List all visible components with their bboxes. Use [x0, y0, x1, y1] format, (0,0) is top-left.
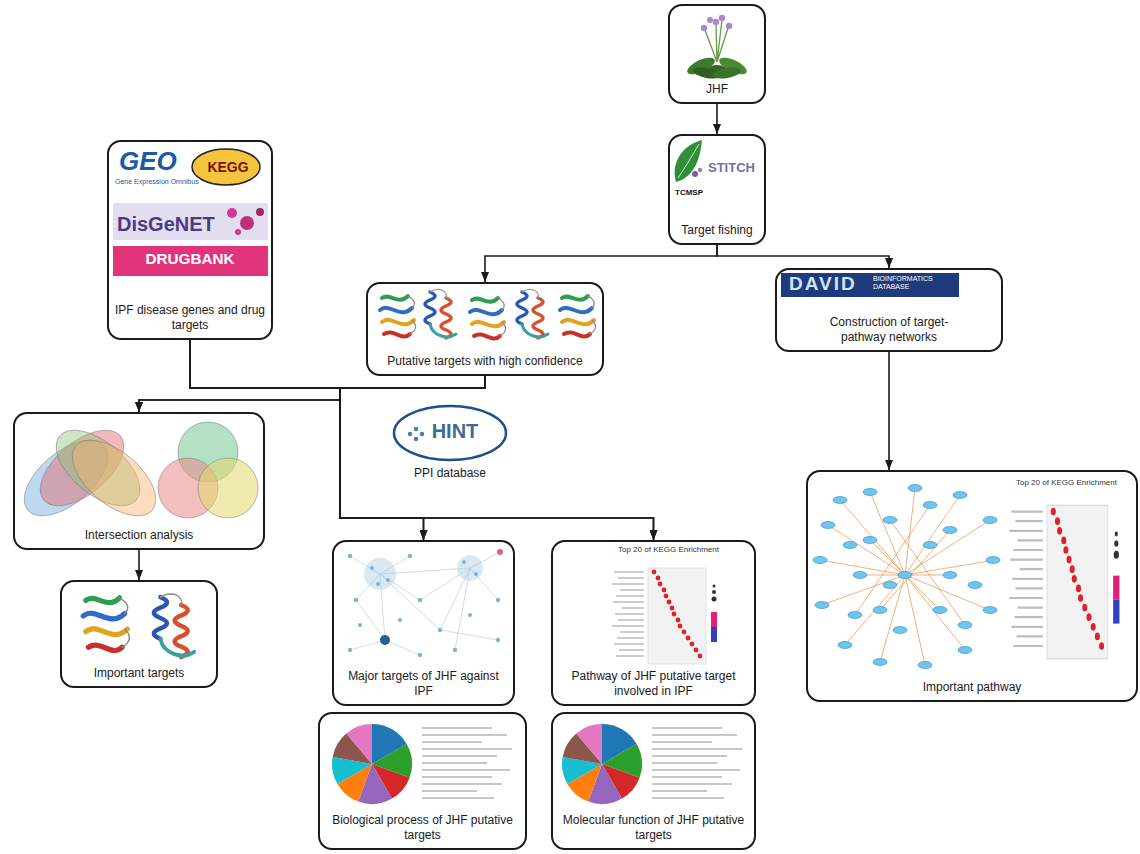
- node-label: PPI database: [370, 466, 530, 480]
- ppi-network: [348, 549, 503, 657]
- logo-text: Gene Expression Omnibus: [115, 178, 199, 186]
- result-box: Molecular function of JHF putative targe…: [551, 712, 756, 850]
- process-box: TCMSP STITCH Target fishing: [668, 134, 766, 245]
- result-box: Biological process of JHF putative targe…: [318, 712, 527, 850]
- caption-text: Putative targets with high confidence: [372, 354, 598, 369]
- connector-arrow: [190, 340, 424, 540]
- result-box: Pathway of JHF putative target involved …: [551, 540, 756, 706]
- hint-icon: [408, 427, 424, 441]
- result-box: Putative targets with high confidence: [366, 282, 604, 376]
- caption-text: Important pathway: [812, 680, 1132, 695]
- logo-text: DAVID: [789, 273, 857, 296]
- caption-text: JHF: [674, 82, 760, 97]
- result-box: Major targets of JHF against IPF: [332, 540, 515, 706]
- venn-diagrams: [11, 416, 258, 530]
- logo-text: TCMSP: [670, 188, 708, 198]
- logo-text: DisGeNET: [117, 212, 215, 236]
- caption-text: Molecular function of JHF putative targe…: [557, 813, 750, 843]
- kegg-dot-charts: [612, 505, 1119, 664]
- connector-arrow: [485, 245, 717, 282]
- process-box: Intersection analysis: [13, 412, 265, 550]
- database-ellipse: HINTPPI database: [392, 404, 508, 462]
- logo-text: DRUGBANK: [109, 250, 271, 268]
- logo-text: HINT: [392, 419, 504, 443]
- connector-arrow: [340, 376, 654, 540]
- result-box: Important pathway: [806, 470, 1138, 702]
- logo-text: GEO: [119, 146, 177, 177]
- caption-text: Important targets: [66, 666, 212, 681]
- connector-arrow: [716, 104, 718, 134]
- connector-arrow: [139, 340, 340, 412]
- target-pathway-network: [813, 485, 1000, 669]
- caption-text: Major targets of JHF against IPF: [338, 669, 509, 699]
- result-box: Important targets: [60, 580, 218, 688]
- chart-title: Top 20 of KEGG Enrichment: [1016, 478, 1117, 488]
- connector-arrow: [340, 376, 485, 540]
- connector-arrow: [190, 340, 654, 540]
- caption-text: Construction of target- pathway networks: [817, 315, 961, 345]
- chart-title: Top 20 of KEGG Enrichment: [618, 545, 719, 555]
- logo-text: STITCH: [708, 160, 755, 176]
- connector-arrow: [138, 550, 140, 580]
- connector-arrow: [717, 245, 889, 268]
- source-box: JHF: [668, 4, 766, 104]
- logo-text: BIOINFORMATICS DATABASE: [873, 275, 949, 291]
- caption-text: Intersection analysis: [19, 528, 259, 543]
- caption-text: Biological process of JHF putative targe…: [324, 813, 521, 843]
- go-pie-charts: [332, 724, 742, 804]
- plant-illustration: [685, 15, 749, 81]
- connector-arrow: [888, 352, 890, 470]
- caption-text: Pathway of JHF putative target involved …: [557, 669, 750, 699]
- caption-text: Target fishing: [674, 223, 760, 238]
- process-box: DAVID BIOINFORMATICS DATABASE Construction…: [775, 268, 1003, 352]
- david-logo: [781, 273, 959, 297]
- tcmsp-logo: [675, 140, 703, 182]
- caption-text: IPF disease genes and drug targets: [113, 303, 267, 333]
- database-box: GEOGene Expression Omnibus KEGG DisGeNET DR…: [107, 140, 273, 340]
- logo-text: KEGG: [193, 159, 263, 176]
